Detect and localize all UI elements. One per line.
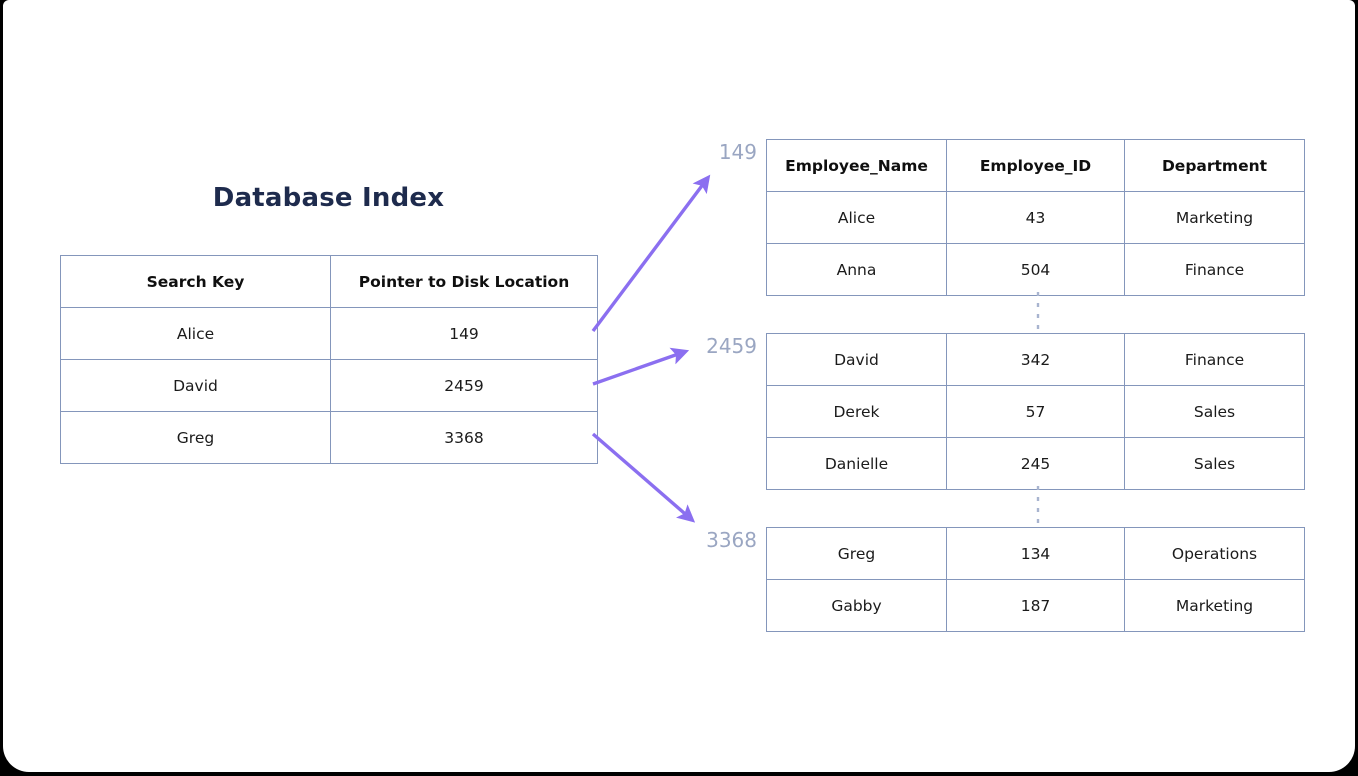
arrow-to-block-1: [591, 174, 711, 333]
data-cell-id: 134: [946, 527, 1125, 580]
data-cell-name: Alice: [766, 191, 947, 244]
index-cell-pointer: 149: [330, 307, 598, 360]
index-cell-pointer: 3368: [330, 411, 598, 464]
index-table: Search Key Pointer to Disk Location Alic…: [60, 255, 598, 464]
data-cell-name: Greg: [766, 527, 947, 580]
data-table-block-1: Employee_Name Employee_ID Department Ali…: [766, 139, 1305, 296]
data-cell-department: Finance: [1124, 333, 1305, 386]
data-cell-id: 57: [946, 385, 1125, 438]
data-cell-id: 43: [946, 191, 1125, 244]
data-cell-id: 342: [946, 333, 1125, 386]
data-cell-department: Sales: [1124, 385, 1305, 438]
data-table-block-2: David 342 Finance Derek 57 Sales Daniell…: [766, 333, 1305, 490]
data-cell-department: Finance: [1124, 243, 1305, 296]
data-cell-department: Sales: [1124, 437, 1305, 490]
pointer-label-149: 149: [718, 140, 757, 164]
index-table-header-row: Search Key Pointer to Disk Location: [60, 255, 598, 308]
index-header-search-key: Search Key: [60, 255, 331, 308]
data-header-department: Department: [1124, 139, 1305, 192]
index-cell-search-key: Alice: [60, 307, 331, 360]
table-row: Gabby 187 Marketing: [766, 579, 1305, 632]
table-row: Danielle 245 Sales: [766, 437, 1305, 490]
table-row: Greg 134 Operations: [766, 527, 1305, 580]
data-table-block-3: Greg 134 Operations Gabby 187 Marketing: [766, 527, 1305, 632]
data-cell-name: Danielle: [766, 437, 947, 490]
pointer-label-3368: 3368: [706, 528, 757, 552]
data-cell-name: David: [766, 333, 947, 386]
data-cell-id: 187: [946, 579, 1125, 632]
data-cell-id: 504: [946, 243, 1125, 296]
index-cell-search-key: David: [60, 359, 331, 412]
index-cell-search-key: Greg: [60, 411, 331, 464]
table-row: David 342 Finance: [766, 333, 1305, 386]
table-row: Anna 504 Finance: [766, 243, 1305, 296]
page-title: Database Index: [212, 183, 445, 213]
data-header-employee-id: Employee_ID: [946, 139, 1125, 192]
table-row: Derek 57 Sales: [766, 385, 1305, 438]
pointer-label-2459: 2459: [706, 334, 757, 358]
arrow-to-block-3: [591, 432, 696, 523]
data-table-header-row: Employee_Name Employee_ID Department: [766, 139, 1305, 192]
data-cell-department: Marketing: [1124, 191, 1305, 244]
index-header-pointer: Pointer to Disk Location: [330, 255, 598, 308]
data-header-employee-name: Employee_Name: [766, 139, 947, 192]
diagram-card: Database Index Search Key Pointer to Dis…: [3, 0, 1355, 772]
data-cell-name: Anna: [766, 243, 947, 296]
data-cell-name: Derek: [766, 385, 947, 438]
data-cell-name: Gabby: [766, 579, 947, 632]
data-cell-id: 245: [946, 437, 1125, 490]
table-row: Alice 43 Marketing: [766, 191, 1305, 244]
table-row: Alice 149: [60, 307, 598, 360]
data-cell-department: Marketing: [1124, 579, 1305, 632]
arrow-to-block-2: [592, 347, 690, 386]
table-row: Greg 3368: [60, 411, 598, 464]
table-row: David 2459: [60, 359, 598, 412]
index-cell-pointer: 2459: [330, 359, 598, 412]
data-cell-department: Operations: [1124, 527, 1305, 580]
